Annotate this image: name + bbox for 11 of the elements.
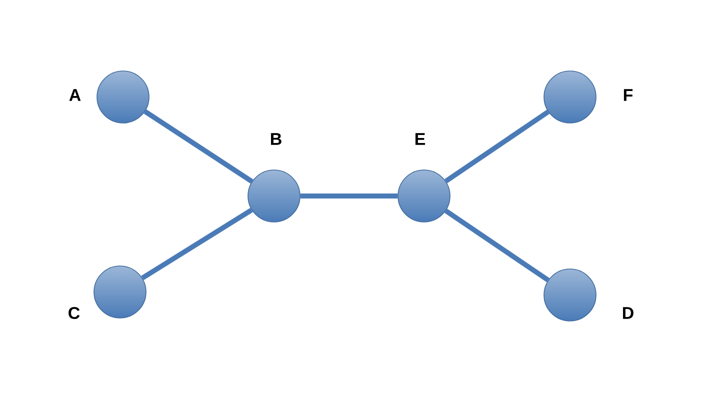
node-label: B <box>271 133 282 145</box>
node-label: D <box>623 307 634 319</box>
node-label: E <box>415 133 426 145</box>
connector-line <box>444 208 550 282</box>
node-label: C <box>68 306 80 320</box>
connector-line <box>444 110 550 184</box>
connector-line <box>300 194 398 198</box>
connector-line <box>141 208 253 280</box>
node-label: F <box>624 89 633 101</box>
connector-line <box>144 109 254 184</box>
node-label: A <box>69 89 81 101</box>
